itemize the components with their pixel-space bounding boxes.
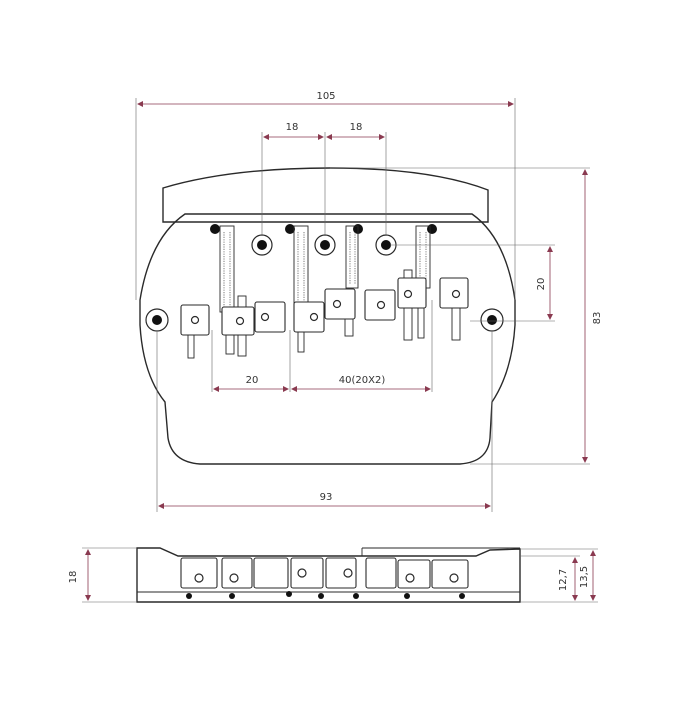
dim-overall-width: 105 — [316, 91, 335, 102]
string-hole-center — [381, 240, 391, 250]
string-anchor-dot — [427, 224, 437, 234]
dim-saddle-offset: 20 — [536, 278, 547, 291]
string-hole-center — [257, 240, 267, 250]
dim-saddle-spacing-double: 40(20X2) — [339, 375, 386, 386]
string-anchor-dot — [210, 224, 220, 234]
dimensions-top: 105 18 18 83 20 20 40(20X2) 93 — [135, 91, 603, 512]
side-view — [136, 547, 521, 603]
string-anchor-dot — [285, 224, 295, 234]
dim-saddle-spacing-single: 20 — [246, 375, 259, 386]
intonation-screws — [187, 225, 461, 359]
dimensions-side: 18 12,7 13,5 — [68, 547, 598, 603]
mount-hole-right-center — [487, 315, 497, 325]
base-plate-outline — [139, 213, 516, 465]
dim-height: 83 — [592, 312, 603, 325]
top-view — [139, 167, 516, 465]
side-view-outline — [136, 547, 521, 603]
string-hole-center — [320, 240, 330, 250]
saddles — [180, 277, 469, 336]
dim-string-spacing-right: 18 — [350, 122, 363, 133]
dim-side-top-height: 13,5 — [579, 566, 590, 588]
saddle — [254, 301, 286, 333]
mount-hole-left-center — [152, 315, 162, 325]
saddle — [293, 301, 325, 333]
dim-string-spacing-left: 18 — [286, 122, 299, 133]
saddle — [397, 277, 427, 309]
dim-mount-hole-spacing: 93 — [320, 492, 333, 503]
dim-side-saddle-height: 12,7 — [558, 569, 569, 591]
dim-side-total-height: 18 — [68, 571, 79, 584]
